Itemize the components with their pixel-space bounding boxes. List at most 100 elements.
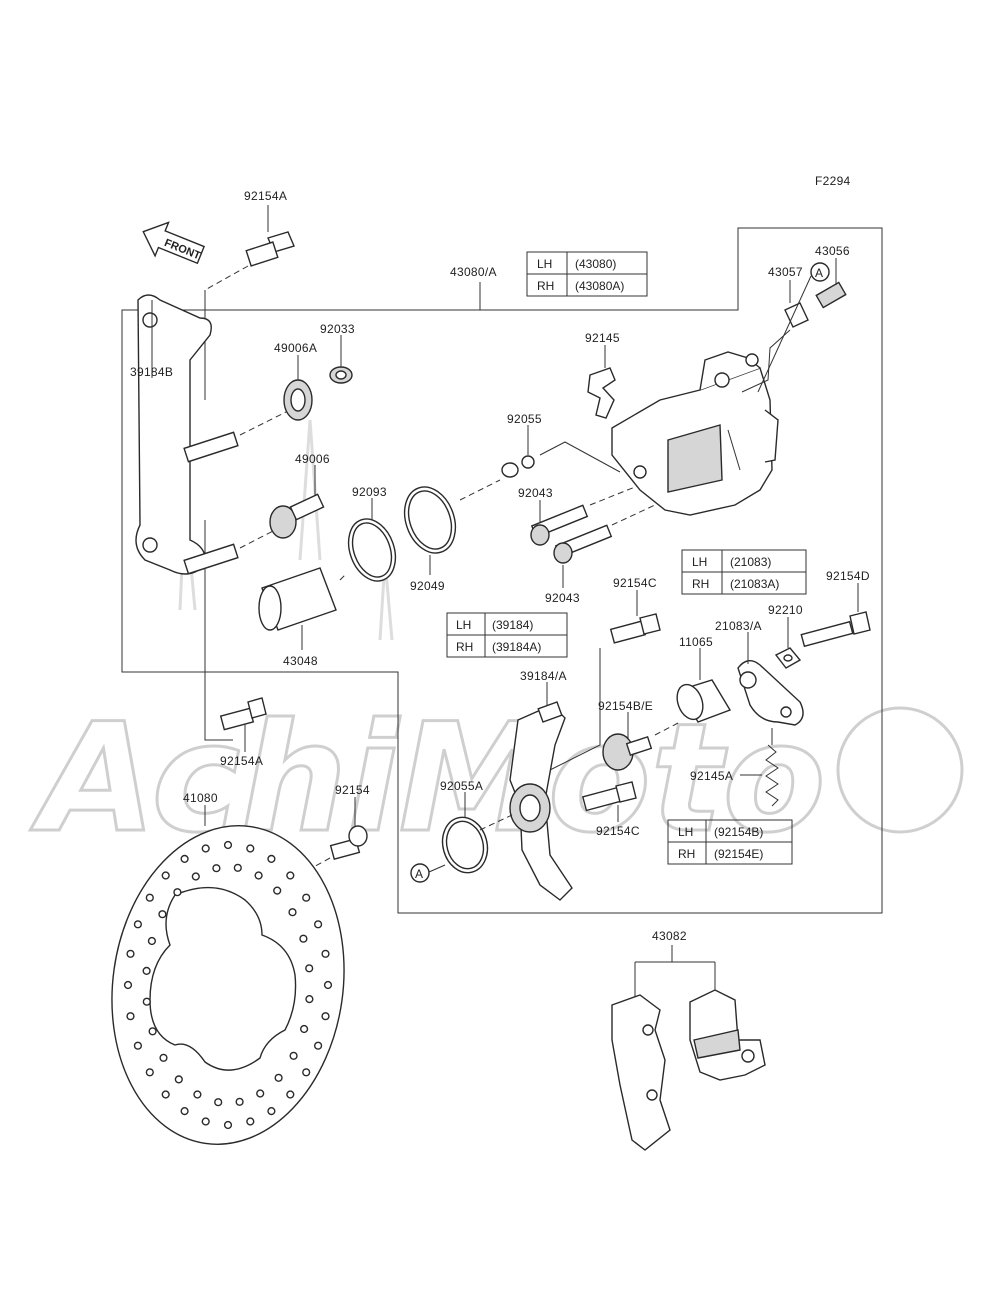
table-21083: LH (21083) RH (21083A) <box>681 549 807 595</box>
disc-vent-hole <box>274 1073 283 1082</box>
disc-vent-hole <box>321 949 330 958</box>
callout-leader <box>757 275 812 393</box>
part-92043-pin-b <box>553 504 656 588</box>
disc-vent-hole <box>147 936 157 946</box>
bolt-shank <box>800 620 854 648</box>
label-92154a-mid: 92154A <box>220 754 263 768</box>
label-41080: 41080 <box>183 791 218 805</box>
seal-inner <box>351 522 393 578</box>
label-92154: 92154 <box>335 783 370 797</box>
disc-vent-hole <box>286 871 295 880</box>
leader-caliper <box>741 329 791 393</box>
disc-vent-hole <box>161 871 170 880</box>
label-92154be: 92154B/E <box>598 699 653 713</box>
part-21083a-lever <box>737 632 804 726</box>
label-92145: 92145 <box>585 331 620 345</box>
disc-vent-hole <box>323 980 333 990</box>
part-39184a-bracket <box>509 682 573 901</box>
pad-left-hole-2 <box>646 1089 658 1101</box>
disc-vent-hole <box>314 920 323 929</box>
table-39184-lh-part: (39184) <box>492 618 533 632</box>
callout-a-bottom: A <box>410 863 446 883</box>
pad-right-hole <box>741 1049 755 1063</box>
brake-pad-left <box>611 994 671 1151</box>
disc-vent-hole <box>123 980 133 990</box>
part-92145-clip <box>587 345 616 419</box>
disc-vent-hole <box>159 1053 168 1062</box>
bracket-hole-top <box>142 312 158 328</box>
pin-dash <box>611 504 656 526</box>
part-92154a-mid <box>219 697 267 752</box>
slide-pin-boot <box>530 524 550 546</box>
bracket-bore-inner <box>519 794 541 822</box>
label-49006: 49006 <box>295 452 330 466</box>
ring-inner <box>335 370 347 380</box>
leader-dash <box>204 265 249 291</box>
label-92154d: 92154D <box>826 569 870 583</box>
disc-vent-hole <box>142 997 151 1006</box>
caliper-side <box>764 409 779 463</box>
callout-circle <box>810 262 830 282</box>
caliper-detail <box>727 429 741 471</box>
adjuster-stem <box>625 736 653 756</box>
part-92055a-oring <box>441 792 513 874</box>
bracket-plate <box>135 294 212 575</box>
disc-vent-hole <box>180 854 189 864</box>
table-92154-rh-part: (92154E) <box>714 847 763 861</box>
disc-vent-hole <box>288 908 297 917</box>
label-92043-b: 92043 <box>545 591 580 605</box>
bracket-hole-bottom <box>142 537 158 553</box>
pin-dash <box>589 484 641 506</box>
table-92154-rh: RH <box>678 847 695 861</box>
bolt-head <box>247 697 267 719</box>
disc-vent-hole <box>145 1068 154 1077</box>
label-43082: 43082 <box>652 929 687 943</box>
pad-left-hole-1 <box>642 1024 654 1036</box>
table-43080: LH (43080) RH (43080A) <box>526 251 648 297</box>
pin-dash-bottom <box>239 529 276 549</box>
table-92154-lh: LH <box>678 825 693 839</box>
table-21083-rh: RH <box>692 577 709 591</box>
disc-vent-hole <box>180 1106 189 1116</box>
part-92043-pin-a <box>530 484 641 546</box>
disc-vent-hole <box>133 1041 143 1050</box>
pad-spring-clip <box>587 367 616 419</box>
adjuster-body <box>602 733 634 771</box>
part-92210-nut <box>774 617 802 669</box>
disc-vent-hole <box>145 893 154 902</box>
disc-vent-hole <box>201 1117 210 1126</box>
disc-vent-hole <box>158 910 167 919</box>
bolt-shank <box>245 241 279 267</box>
label-11065: 11065 <box>679 635 713 649</box>
disc-vent-hole <box>267 1106 276 1116</box>
part-43048-piston <box>258 567 346 650</box>
bolt-shank <box>609 620 647 644</box>
leader-caliper <box>539 441 621 473</box>
leader-43082 <box>634 945 716 1010</box>
seal-dash <box>459 479 501 501</box>
caliper-assembly-outline <box>121 227 883 914</box>
disc-vent-hole <box>305 994 314 1004</box>
part-39184b-bracket <box>135 294 291 575</box>
bracket-tab <box>537 701 563 723</box>
watermark-wheel <box>836 706 964 834</box>
disc-vent-hole <box>267 854 276 864</box>
part-92033-ring <box>329 335 353 384</box>
table-39184-rh-part: (39184A) <box>492 640 541 654</box>
part-49006-pin <box>269 465 325 539</box>
callout-circle <box>410 863 430 883</box>
disc-vent-hole <box>142 966 151 976</box>
part-41080-disc <box>111 805 345 1145</box>
part-49006a-boot <box>283 355 313 421</box>
disc-vent-hole <box>305 964 314 973</box>
table-43080-lh-part: (43080) <box>575 257 616 271</box>
pad-right-friction <box>693 1029 741 1059</box>
pin-boot <box>269 505 297 539</box>
disc-vent-hole <box>273 886 282 895</box>
label-92154a-top: 92154A <box>244 189 287 203</box>
leader-39184a <box>539 648 601 776</box>
disc-vent-hole <box>133 920 143 929</box>
table-43080-lh: LH <box>537 257 552 271</box>
table-21083-lh-part: (21083) <box>730 555 771 569</box>
